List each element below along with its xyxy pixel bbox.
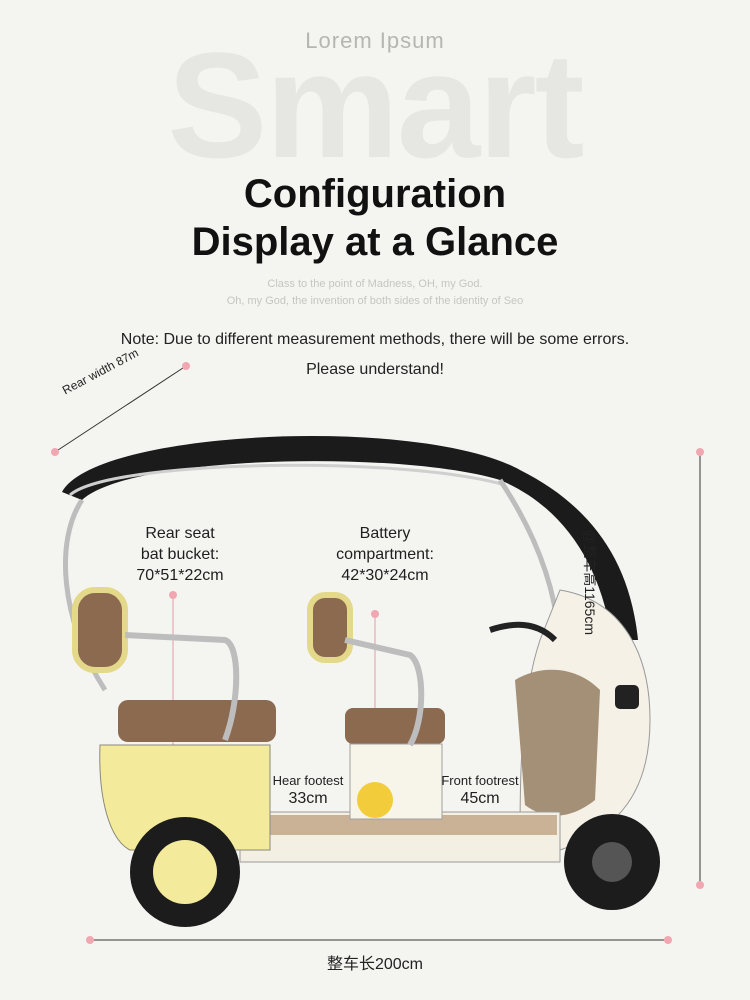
rear-armrest xyxy=(124,632,240,742)
rear-footrest-label-text: Hear footest xyxy=(272,773,344,788)
rear-seat-label-line-2: bat bucket: xyxy=(140,546,220,563)
background-watermark-word: Smart xyxy=(167,21,584,189)
rear-seat-label: Rear seat bat bucket: 70*51*22cm xyxy=(110,523,250,586)
front-footrest-value: 45cm xyxy=(460,790,500,807)
height-label: @整车高1165cm xyxy=(582,530,598,635)
duck-sticker xyxy=(357,782,393,818)
length-label: 整车长200cm xyxy=(326,956,424,973)
front-footrest-label: Front footrest 45cm xyxy=(430,772,530,808)
headlight xyxy=(615,685,639,709)
rear-seat-label-line-1: Rear seat xyxy=(145,525,215,542)
front-wheel xyxy=(564,814,660,910)
headline-line-2: Display at a Glance xyxy=(191,220,559,264)
subtext-line-1: Class to the point of Madness, OH, my Go… xyxy=(267,278,483,290)
rear-footrest-label: Hear footest 33cm xyxy=(258,772,358,808)
rear-seat-value: 70*51*22cm xyxy=(136,567,224,584)
subtext-line-2: Oh, my God, the invention of both sides … xyxy=(226,295,524,307)
dimension-lines xyxy=(54,365,701,941)
rear-wheel xyxy=(130,817,240,927)
note-line-1: Note: Due to different measurement metho… xyxy=(120,331,630,348)
rear-footrest-value: 33cm xyxy=(288,790,328,807)
note-line-2: Please understand! xyxy=(306,361,444,378)
middle-seat-back xyxy=(307,592,353,663)
eyebrow-text: Lorem Ipsum xyxy=(305,28,445,53)
rear-seat-back xyxy=(72,587,128,673)
rear-width-line xyxy=(54,365,187,453)
rear-seat-cushion xyxy=(118,700,276,742)
floor-mat xyxy=(245,815,557,835)
front-footrest-label-text: Front footrest xyxy=(441,773,519,788)
front-panel xyxy=(515,669,600,816)
headline-line-1: Configuration xyxy=(243,172,507,216)
middle-armrest xyxy=(344,637,425,747)
battery-seat xyxy=(345,708,445,744)
battery-label-line-1: Battery xyxy=(359,525,411,542)
battery-label-line-2: compartment: xyxy=(336,546,434,563)
battery-label: Battery compartment: 42*30*24cm xyxy=(315,523,455,586)
battery-value: 42*30*24cm xyxy=(341,567,429,584)
handlebar xyxy=(489,621,558,643)
